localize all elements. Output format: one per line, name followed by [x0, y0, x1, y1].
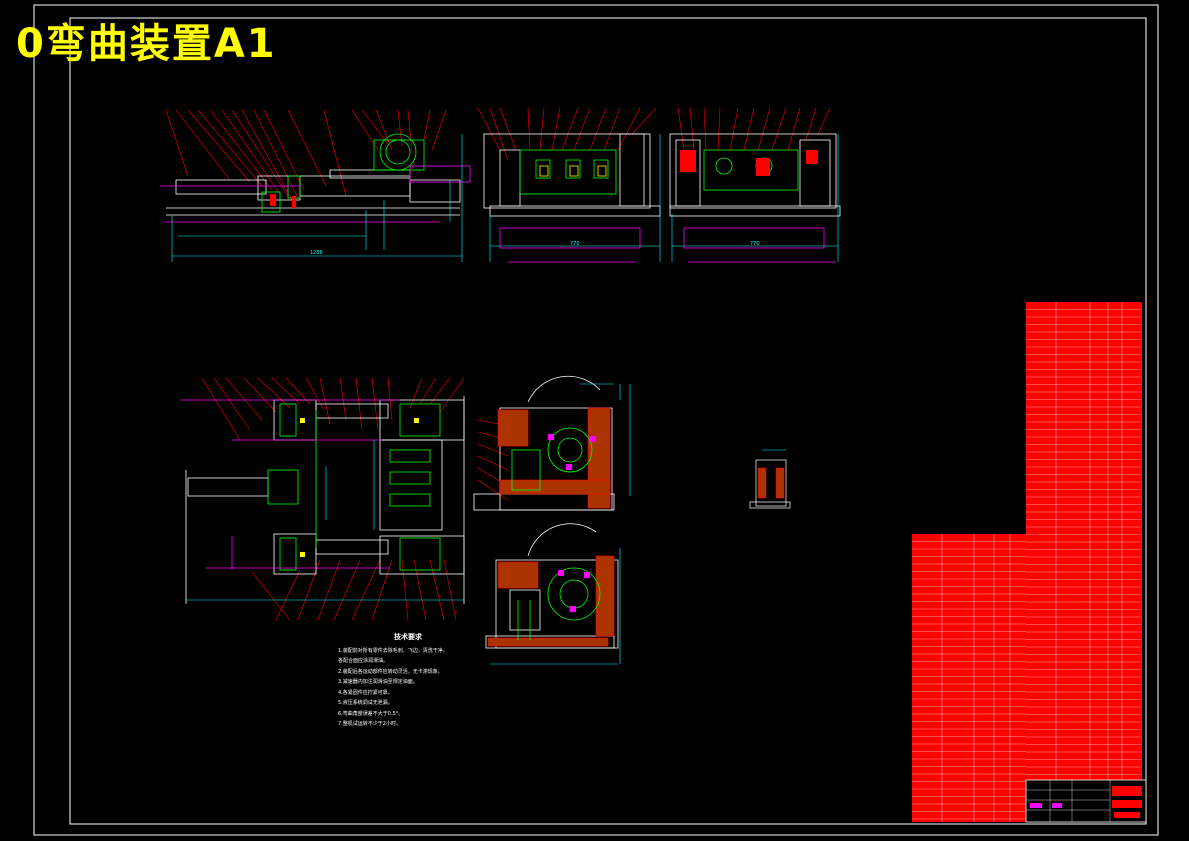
parts-list-left	[912, 534, 1026, 822]
technical-requirements: 技术要求 1.装配前对所有零件去除毛刺、飞边，清洗干净。 各配合面应涂润滑油。 …	[338, 632, 478, 730]
tech-req-line: 7.整机试运转不少于2小时。	[338, 721, 401, 727]
tech-req-line: 各配合面应涂润滑油。	[338, 658, 389, 664]
tech-req-line: 5.液压系统调试无泄漏。	[338, 700, 393, 706]
tech-req-line: 6.弯曲角度误差不大于0.5°。	[338, 710, 404, 717]
side-view-b: 770	[669, 107, 841, 263]
technical-requirements-title: 技术要求	[394, 633, 422, 641]
tech-req-line: 1.装配前对所有零件去除毛刺、飞边，清洗干净。	[338, 647, 448, 654]
parts-list-right	[1026, 302, 1142, 780]
outer-frame	[33, 4, 1159, 836]
drawing-title: 0弯曲装置A1	[16, 21, 277, 67]
front-view: 1286	[160, 109, 471, 262]
section-view-lower	[485, 523, 621, 665]
section-view-upper	[473, 375, 631, 511]
tech-req-line: 3.减速器内加注润滑油至规定油面。	[338, 679, 418, 685]
plan-view	[180, 377, 465, 621]
tech-req-line: 4.各紧固件应拧紧可靠。	[338, 689, 393, 696]
inner-frame	[69, 17, 1147, 825]
title-block	[1025, 779, 1147, 823]
detail-view	[749, 449, 791, 509]
tech-req-line: 2.装配后各运动部件应转动灵活，无卡滞现象。	[338, 668, 443, 675]
front-view-width-dim: 1286	[310, 250, 323, 256]
side-view-a: 770	[477, 107, 661, 263]
side-view-b-width-dim: 770	[750, 241, 760, 247]
side-view-a-width-dim: 770	[570, 241, 580, 247]
